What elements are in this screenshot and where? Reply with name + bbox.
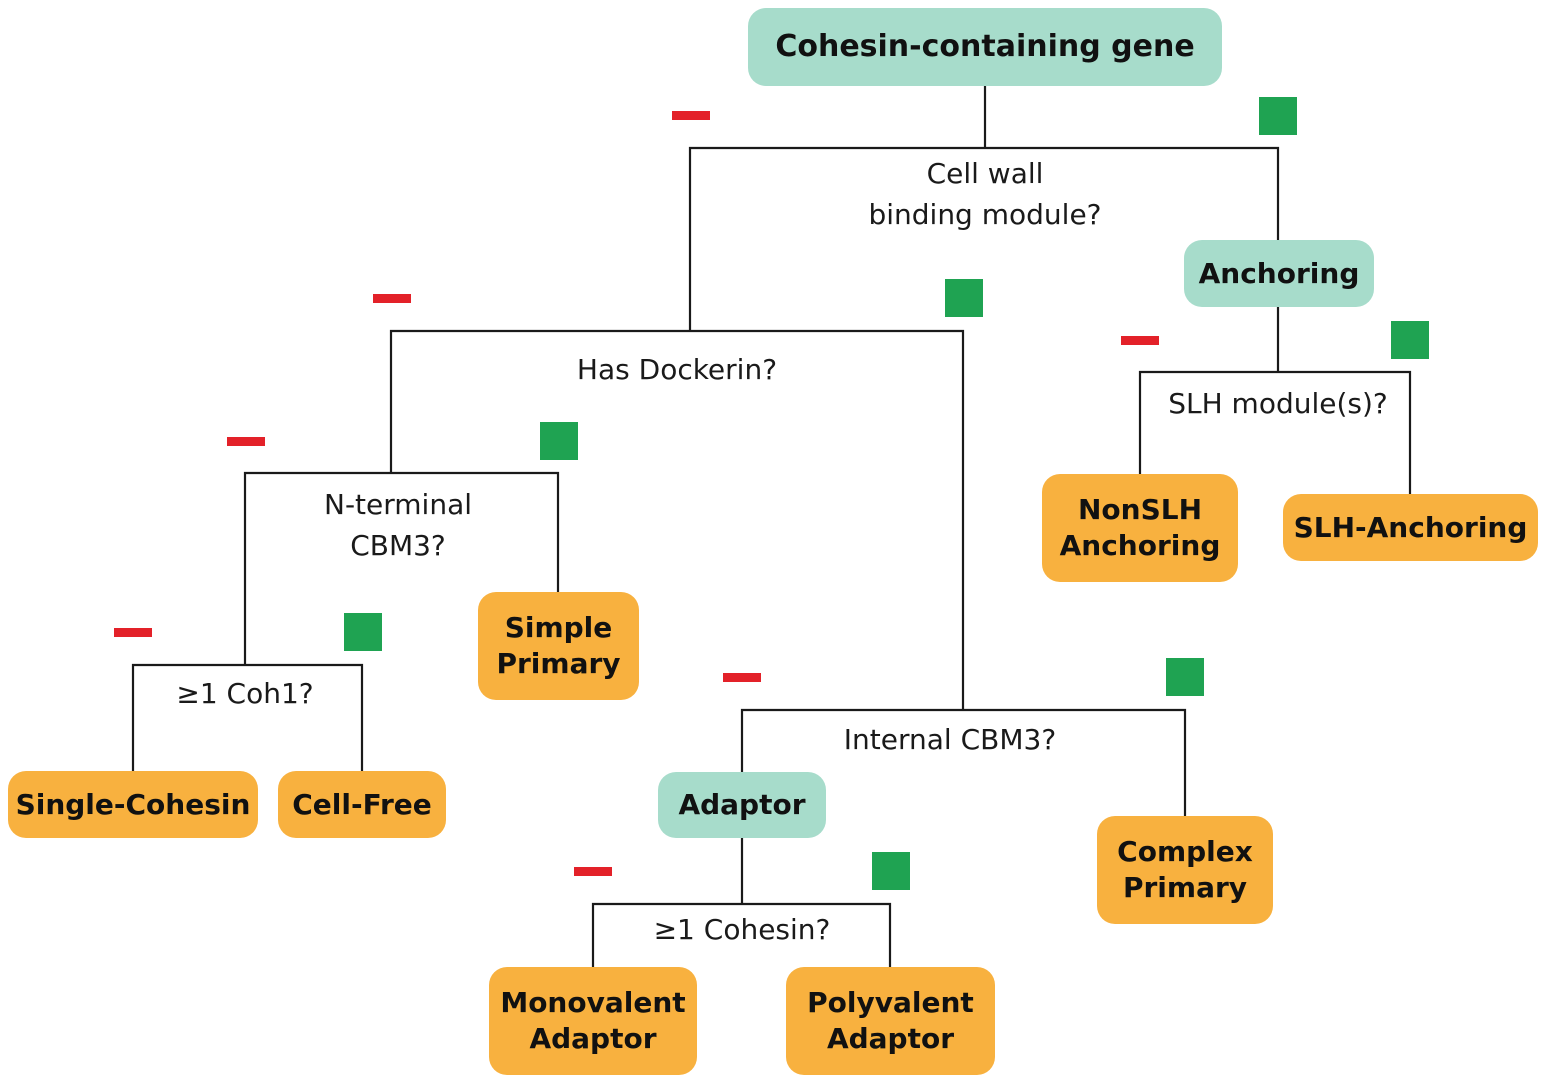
minus-sign-icon [227,437,265,446]
single-cohesin-node: Single-Cohesin [8,771,258,838]
root-node: Cohesin-containing gene [748,8,1222,86]
question-dockerin: Has Dockerin? [576,353,778,386]
question-cell-wall: Cell wall binding module? [868,157,1102,231]
simple-primary-node: Simple Primary [478,592,639,700]
connector-cell-wall-split [688,146,1280,330]
minus-sign-icon [672,111,710,120]
slh-anchoring-node: SLH-Anchoring [1283,494,1538,561]
connector-cohesin-split [591,902,892,967]
question-internal: Internal CBM3? [843,723,1057,756]
plus-sign-icon [872,852,910,890]
minus-sign-icon [574,867,612,876]
plus-sign-icon [945,279,983,317]
connector-coh1-split [131,663,364,771]
polyvalent-adaptor-node: Polyvalent Adaptor [786,967,995,1075]
question-coh1: ≥1 Coh1? [176,677,314,710]
minus-sign-icon [114,628,152,637]
minus-sign-icon [1121,336,1159,345]
connector-dockerin-split [389,329,965,710]
plus-sign-icon [1391,321,1429,359]
monovalent-adaptor-node: Monovalent Adaptor [489,967,697,1075]
question-cohesin: ≥1 Cohesin? [653,913,831,946]
connector-n-terminal-split [243,471,560,665]
minus-sign-icon [373,294,411,303]
question-slh: SLH module(s)? [1168,387,1388,420]
plus-sign-icon [540,422,578,460]
cell-free-node: Cell-Free [278,771,446,838]
connector-slh-split [1138,370,1412,494]
nonslh-anchoring-node: NonSLH Anchoring [1042,474,1238,582]
connector-internal-split [740,708,1187,816]
anchoring-node: Anchoring [1184,240,1374,307]
plus-sign-icon [1259,97,1297,135]
plus-sign-icon [1166,658,1204,696]
question-n-terminal: N-terminal CBM3? [323,488,473,562]
minus-sign-icon [723,673,761,682]
plus-sign-icon [344,613,382,651]
adaptor-node: Adaptor [658,772,826,838]
complex-primary-node: Complex Primary [1097,816,1273,924]
